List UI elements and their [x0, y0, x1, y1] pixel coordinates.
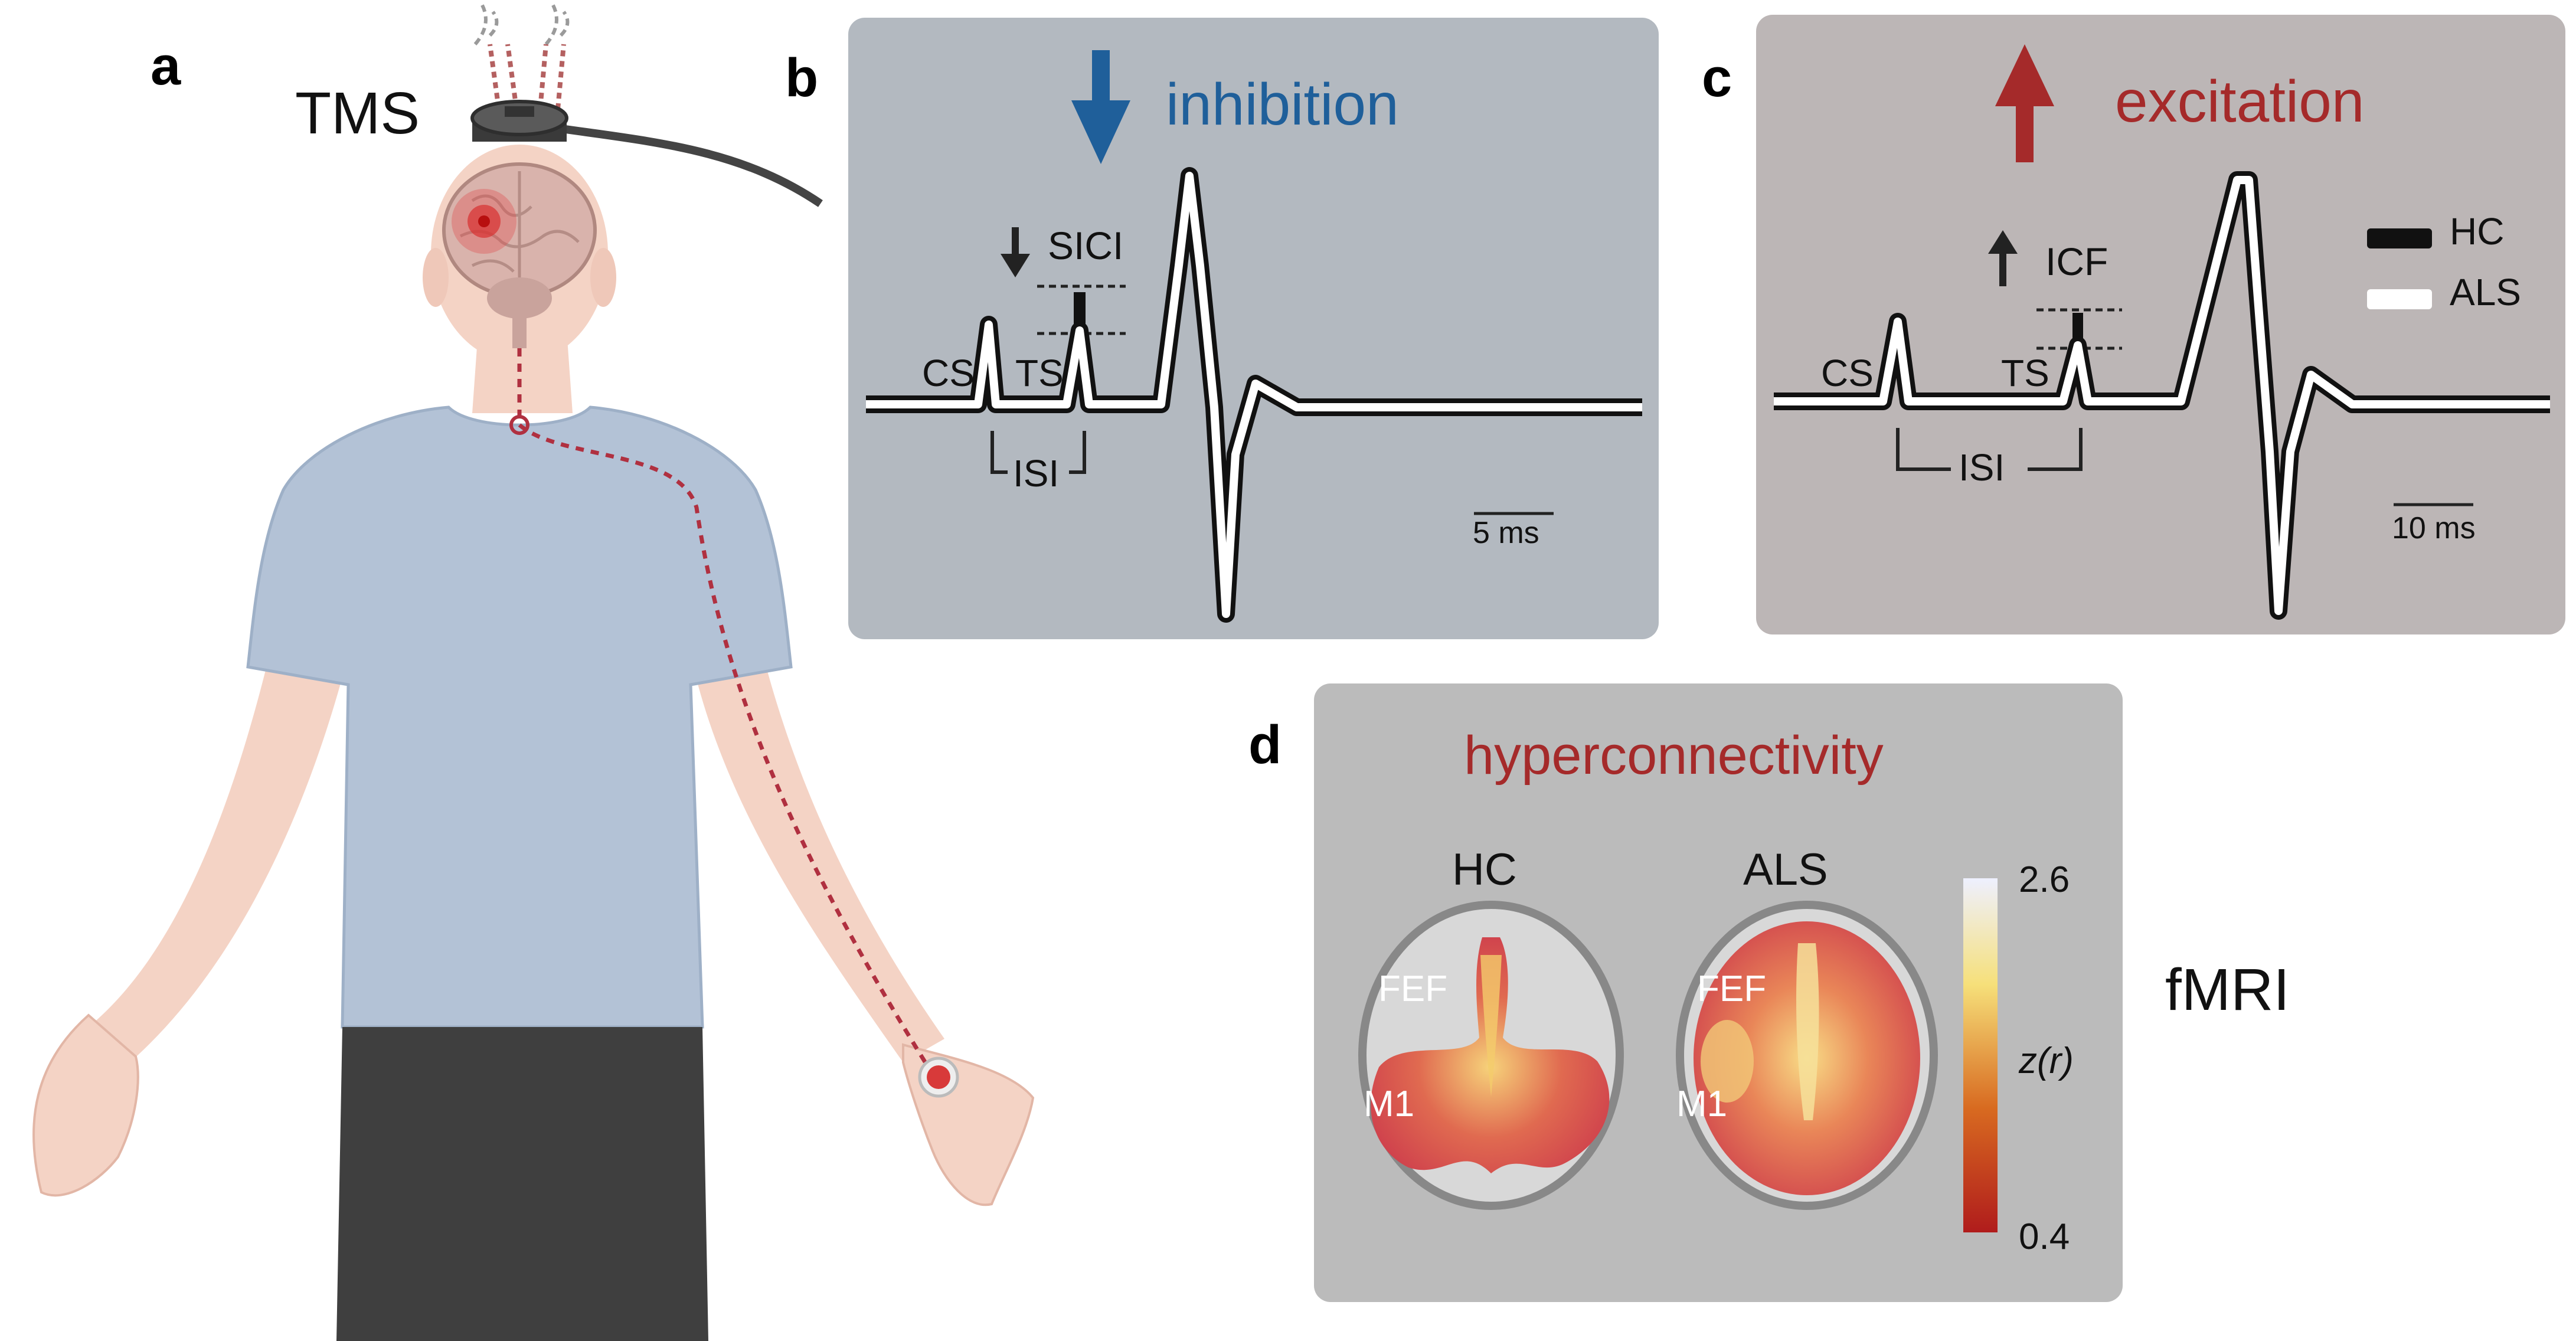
brain-hc-label: HC [1452, 845, 1517, 895]
m1-label-hc: M1 [1364, 1084, 1415, 1124]
fef-label-hc: FEF [1378, 969, 1448, 1009]
fef-label-als: FEF [1697, 969, 1767, 1009]
colorbar-var-label: z(r) [2019, 1041, 2074, 1081]
isi-label-c: ISI [1959, 446, 2005, 489]
panel-d-label: d [1248, 715, 1282, 775]
scale-bar-b-label: 5 ms [1473, 516, 1539, 550]
hyperconnectivity-heading: hyperconnectivity [1464, 725, 1884, 786]
tms-coil-icon [470, 100, 568, 136]
colorbar [1963, 878, 1998, 1232]
excitation-heading: excitation [2115, 68, 2365, 135]
panel-c-label: c [1702, 48, 1732, 108]
colorbar-max-label: 2.6 [2019, 859, 2070, 900]
legend-als-swatch [2367, 289, 2432, 309]
inhibition-heading: inhibition [1166, 71, 1399, 138]
sici-label: SICI [1048, 224, 1124, 267]
panel-b-label: b [785, 48, 819, 108]
panel-b-waveform [866, 50, 1642, 623]
tms-label: TMS [295, 80, 420, 146]
person-illustration [32, 2, 1035, 1341]
brain-als-label: ALS [1743, 845, 1828, 895]
isi-label-b: ISI [1013, 452, 1060, 495]
icf-label: ICF [2045, 240, 2108, 283]
ts-label-c: TS [2001, 352, 2049, 394]
panel-a-label: a [151, 36, 181, 96]
legend-hc-label: HC [2450, 210, 2505, 253]
colorbar-min-label: 0.4 [2019, 1216, 2070, 1257]
panel-c-waveform [1774, 44, 2550, 620]
cs-label-b: CS [922, 352, 975, 394]
scale-bar-c-label: 10 ms [2392, 511, 2476, 545]
fmri-label: fMRI [2165, 957, 2290, 1023]
panel-d-brain-maps [1358, 878, 1998, 1232]
cs-label-c: CS [1821, 352, 1874, 394]
mep-trace-c [1774, 171, 2550, 620]
legend-hc-swatch [2367, 228, 2432, 248]
m1-label-als: M1 [1676, 1084, 1728, 1124]
ts-label-b: TS [1015, 352, 1064, 394]
legend-als-label: ALS [2450, 271, 2521, 313]
